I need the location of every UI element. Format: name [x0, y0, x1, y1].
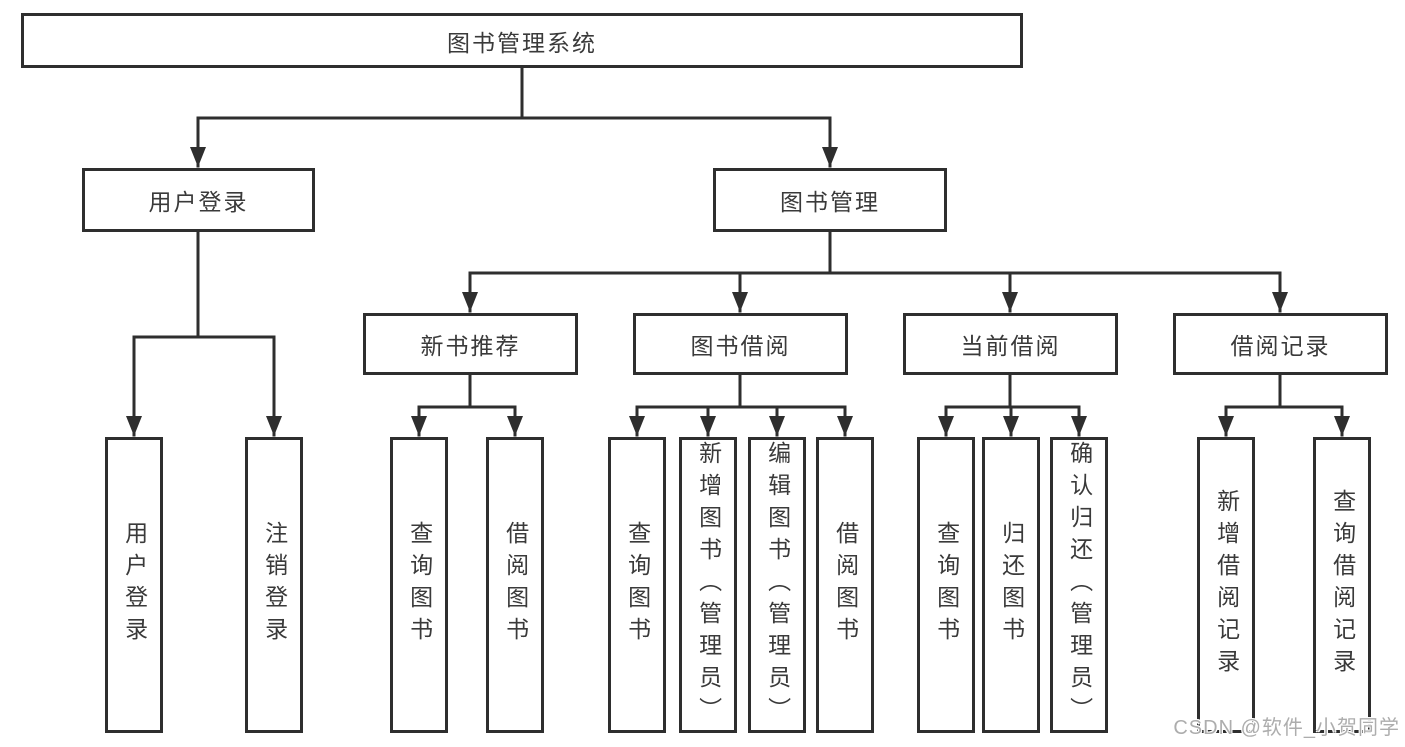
leaf-borrowing-add-label: 新增图书（管理员） — [695, 441, 722, 729]
node-current-borrowing: 当前借阅 — [903, 313, 1118, 375]
node-book-borrowing-label: 图书借阅 — [690, 333, 791, 359]
leaf-logout: 注销登录 — [245, 437, 303, 733]
node-borrow-records: 借阅记录 — [1173, 313, 1388, 375]
leaf-records-query: 查询借阅记录 — [1313, 437, 1371, 733]
leaf-current-return: 归还图书 — [982, 437, 1040, 733]
leaf-borrowing-borrow-label: 借阅图书 — [832, 521, 859, 649]
node-book-management: 图书管理 — [713, 168, 947, 232]
node-new-books: 新书推荐 — [363, 313, 578, 375]
leaf-current-confirm-return-label: 确认归还（管理员） — [1066, 441, 1093, 729]
leaf-borrowing-edit-label: 编辑图书（管理员） — [764, 441, 791, 729]
leaf-current-confirm-return: 确认归还（管理员） — [1050, 437, 1108, 733]
leaf-user-login-label: 用户登录 — [121, 521, 148, 649]
leaf-user-login: 用户登录 — [105, 437, 163, 733]
node-root-label: 图书管理系统 — [447, 29, 597, 56]
node-new-books-label: 新书推荐 — [420, 333, 521, 359]
leaf-newbooks-borrow: 借阅图书 — [486, 437, 544, 733]
leaf-current-query-label: 查询图书 — [933, 521, 960, 649]
leaf-borrowing-borrow: 借阅图书 — [816, 437, 874, 733]
leaf-newbooks-query: 查询图书 — [390, 437, 448, 733]
leaf-newbooks-query-label: 查询图书 — [406, 521, 433, 649]
leaf-newbooks-borrow-label: 借阅图书 — [502, 521, 529, 649]
node-book-borrowing: 图书借阅 — [633, 313, 848, 375]
leaf-records-query-label: 查询借阅记录 — [1329, 489, 1356, 681]
leaf-borrowing-query-label: 查询图书 — [624, 521, 651, 649]
csdn-watermark: CSDN @软件_小贺同学 — [1173, 717, 1400, 739]
node-root: 图书管理系统 — [21, 13, 1023, 68]
node-user-login: 用户登录 — [82, 168, 315, 232]
leaf-current-return-label: 归还图书 — [998, 521, 1025, 649]
node-current-borrowing-label: 当前借阅 — [960, 333, 1061, 359]
leaf-current-query: 查询图书 — [917, 437, 975, 733]
leaf-borrowing-query: 查询图书 — [608, 437, 666, 733]
leaf-logout-label: 注销登录 — [261, 521, 288, 649]
node-user-login-label: 用户登录 — [148, 189, 249, 215]
leaf-records-add-label: 新增借阅记录 — [1213, 489, 1240, 681]
leaf-borrowing-add: 新增图书（管理员） — [679, 437, 737, 733]
leaf-records-add: 新增借阅记录 — [1197, 437, 1255, 733]
node-borrow-records-label: 借阅记录 — [1230, 333, 1331, 359]
node-book-management-label: 图书管理 — [780, 189, 880, 215]
leaf-borrowing-edit: 编辑图书（管理员） — [748, 437, 806, 733]
